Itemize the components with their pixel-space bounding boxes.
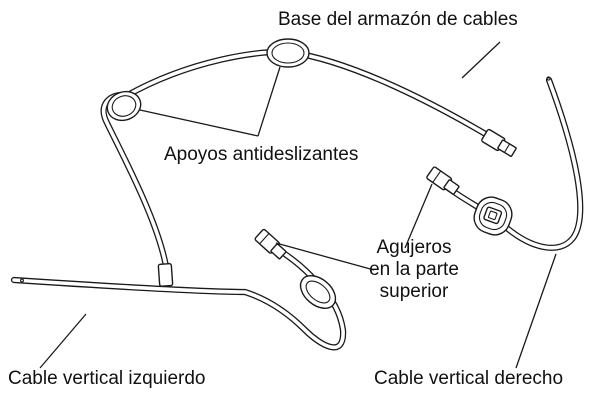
label-base: Base del armazón de cables bbox=[278, 9, 518, 30]
label-holes-line1: Agujeros bbox=[376, 237, 452, 258]
label-anti-slip-pads: Apoyos antideslizantes bbox=[164, 144, 359, 165]
right-vertical-cable bbox=[426, 76, 584, 251]
leader-left-vertical bbox=[39, 313, 87, 369]
leader-pad-left bbox=[139, 109, 259, 137]
base-cable-frame bbox=[100, 48, 517, 287]
base-left-tip bbox=[157, 262, 174, 287]
right-cable-connector bbox=[426, 166, 460, 195]
leader-holes-top bbox=[404, 183, 433, 249]
label-left-vertical-cable: Cable vertical izquierdo bbox=[8, 368, 206, 389]
anti-slip-pad-left bbox=[106, 90, 142, 122]
leader-base bbox=[461, 41, 501, 79]
left-cable-pad bbox=[299, 275, 337, 309]
label-holes-line3: superior bbox=[379, 281, 449, 302]
left-cable-connector bbox=[254, 228, 287, 260]
leader-pad-top bbox=[257, 66, 281, 137]
holes-plate bbox=[473, 196, 513, 236]
base-right-connector bbox=[481, 128, 517, 157]
label-holes: Agujeros en la parte superior bbox=[364, 237, 464, 303]
leader-holes-left bbox=[275, 242, 375, 271]
leader-right-vertical bbox=[515, 253, 557, 369]
label-right-vertical-cable: Cable vertical derecho bbox=[374, 368, 564, 389]
left-vertical-cable bbox=[10, 228, 347, 351]
label-holes-line2: en la parte bbox=[369, 259, 459, 280]
